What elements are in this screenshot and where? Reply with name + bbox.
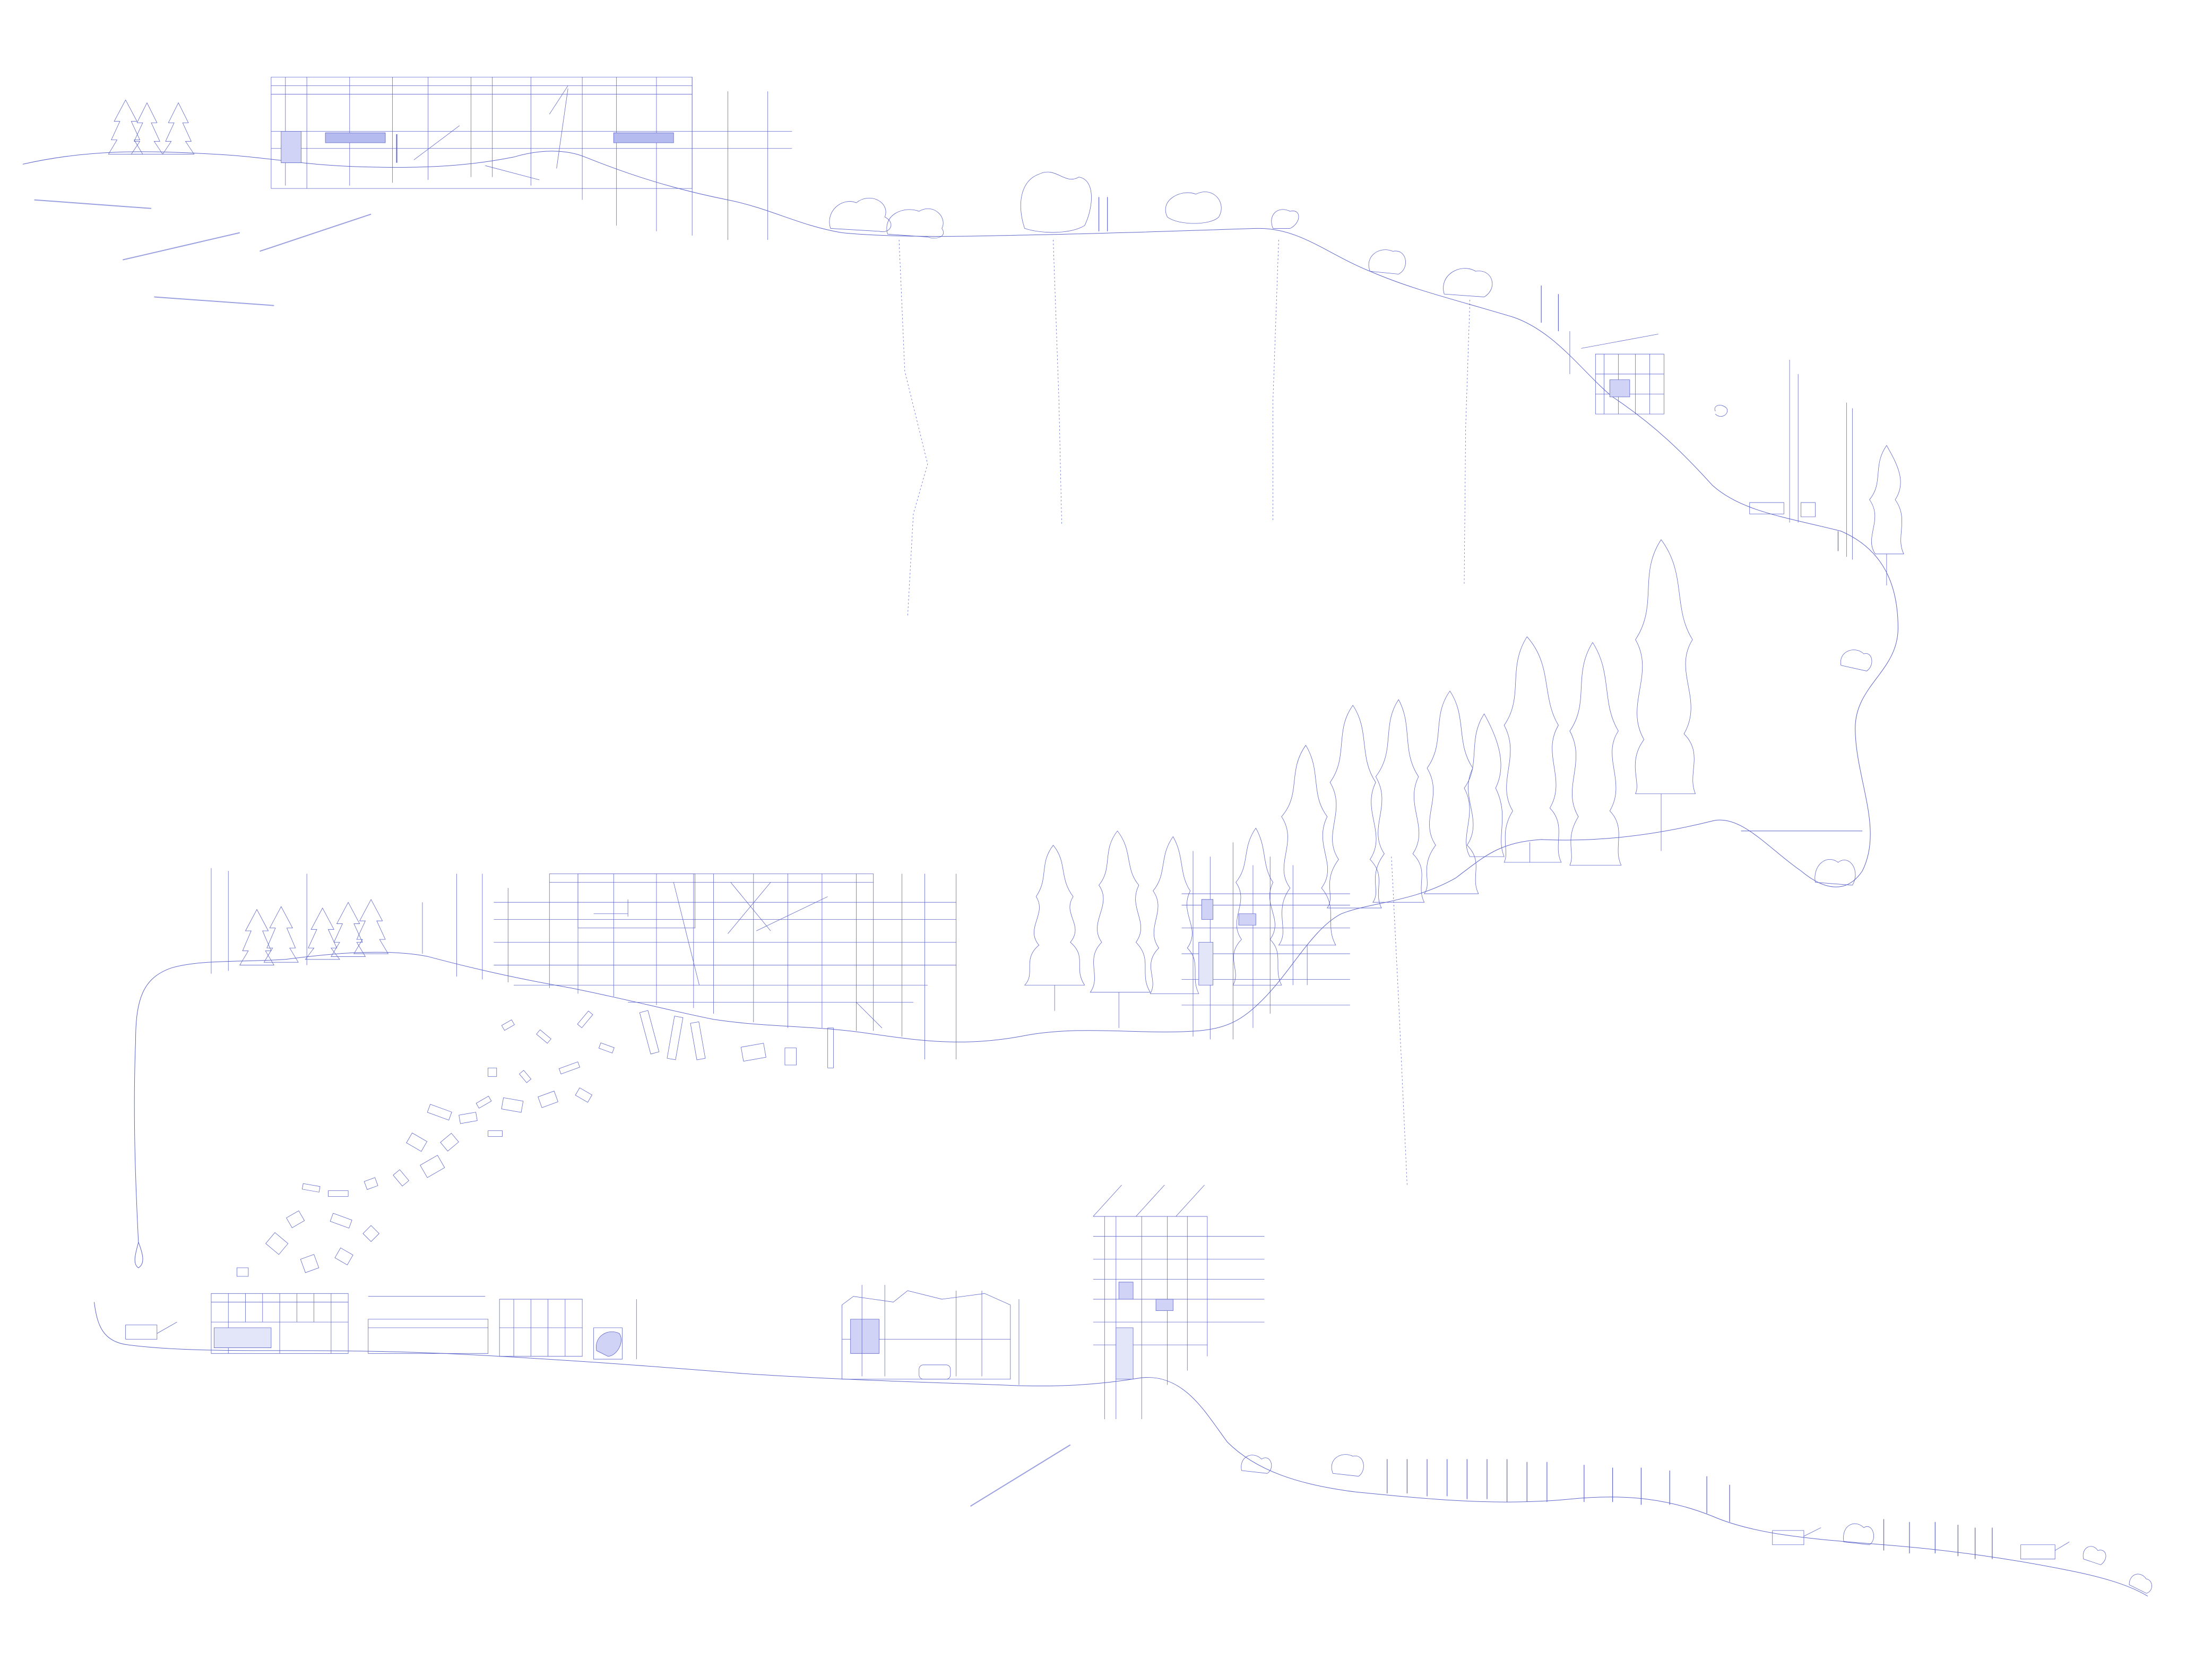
terrain-section-line-lower xyxy=(94,1302,2148,1596)
conifer-trees xyxy=(108,100,388,965)
drafting-strokes xyxy=(34,200,1070,1507)
scattered-timber-debris xyxy=(237,1010,833,1276)
mid-left-scaffold-structure xyxy=(211,868,956,1059)
dotted-link-lines xyxy=(899,240,1470,1185)
small-vehicles xyxy=(1773,1528,2069,1559)
terrain-section-line xyxy=(23,151,1898,1268)
tall-forest-trees xyxy=(1025,445,1904,1028)
cliff-house xyxy=(1570,331,1852,559)
top-left-scaffold-building xyxy=(271,77,792,240)
lower-central-shed xyxy=(842,1285,1019,1385)
vineyard-poles xyxy=(1099,197,1992,1559)
forest-scaffold-tower xyxy=(1182,842,1350,1039)
lower-scaffold-tower xyxy=(1093,1185,1265,1419)
lower-left-buildings xyxy=(126,1293,637,1359)
shrubs xyxy=(830,172,2152,1593)
